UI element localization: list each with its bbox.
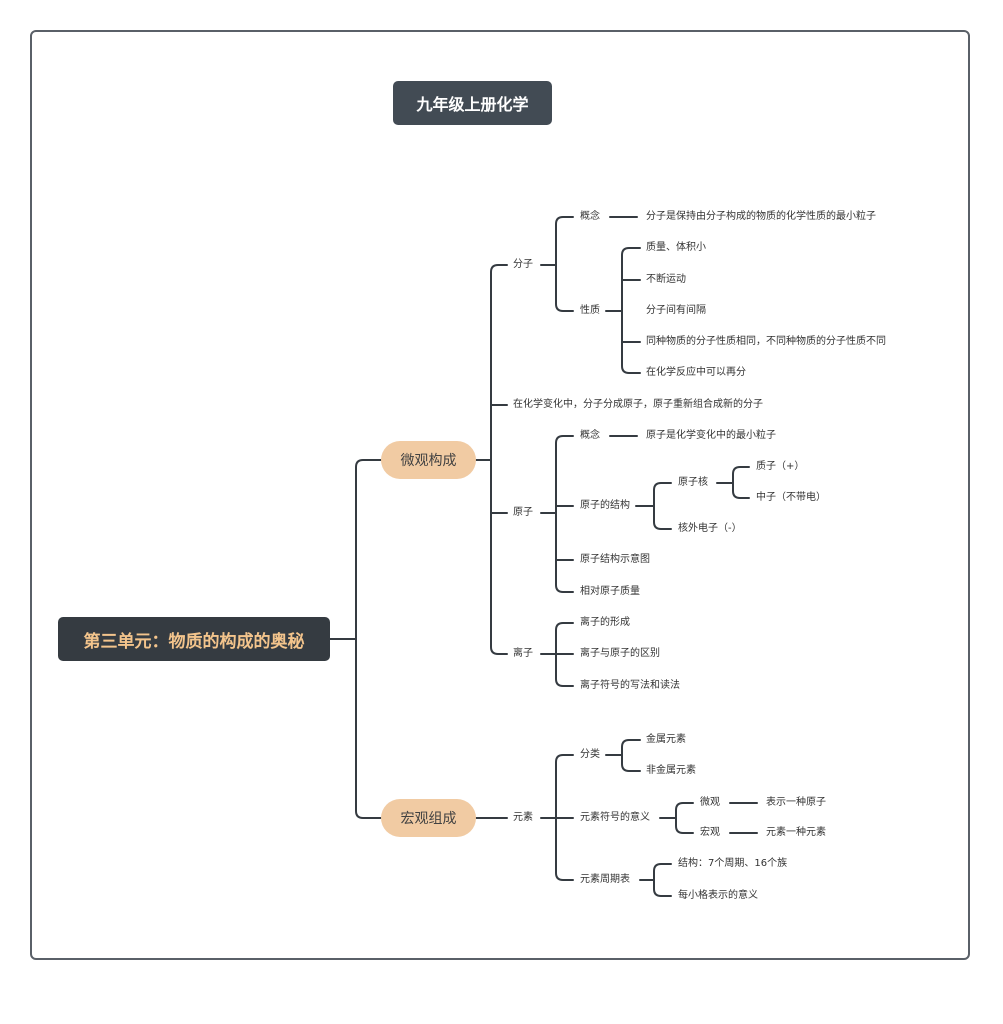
node-electron[interactable]: 核外电子（-） — [678, 523, 742, 534]
node-ion[interactable]: 离子 — [513, 648, 533, 659]
node-symbol-macro[interactable]: 宏观 — [700, 827, 720, 838]
canvas-frame — [30, 30, 970, 960]
branch-micro-composition[interactable]: 微观构成 — [381, 441, 476, 479]
node-symbol-macro-meaning[interactable]: 元素一种元素 — [766, 827, 826, 838]
node-atom-concept-text[interactable]: 原子是化学变化中的最小粒子 — [646, 430, 776, 441]
node-symbol-micro[interactable]: 微观 — [700, 797, 720, 808]
node-atom-structure[interactable]: 原子的结构 — [580, 500, 630, 511]
node-atom-concept[interactable]: 概念 — [580, 430, 600, 441]
node-property-item[interactable]: 同种物质的分子性质相同，不同种物质的分子性质不同 — [646, 336, 886, 347]
node-molecule-concept-text[interactable]: 分子是保持由分子构成的物质的化学性质的最小粒子 — [646, 211, 876, 222]
node-property-item[interactable]: 不断运动 — [646, 274, 686, 285]
node-nonmetal-element[interactable]: 非金属元素 — [646, 765, 696, 776]
node-symbol-meaning[interactable]: 元素符号的意义 — [580, 812, 650, 823]
node-atom[interactable]: 原子 — [513, 507, 533, 518]
node-relative-mass[interactable]: 相对原子质量 — [580, 586, 640, 597]
branch-macro-composition[interactable]: 宏观组成 — [381, 799, 476, 837]
node-molecule-property[interactable]: 性质 — [580, 305, 600, 316]
node-property-item[interactable]: 质量、体积小 — [646, 242, 706, 253]
node-molecule-concept[interactable]: 概念 — [580, 211, 600, 222]
root-topic[interactable]: 第三单元：物质的构成的奥秘 — [58, 617, 330, 661]
node-cell-meaning[interactable]: 每小格表示的意义 — [678, 890, 758, 901]
node-nucleus[interactable]: 原子核 — [678, 477, 708, 488]
node-atom-diagram[interactable]: 原子结构示意图 — [580, 554, 650, 565]
node-periodic-table[interactable]: 元素周期表 — [580, 874, 630, 885]
node-classification[interactable]: 分类 — [580, 749, 600, 760]
node-molecule[interactable]: 分子 — [513, 259, 533, 270]
node-ion-item[interactable]: 离子符号的写法和读法 — [580, 680, 680, 691]
node-ion-item[interactable]: 离子与原子的区别 — [580, 648, 660, 659]
node-metal-element[interactable]: 金属元素 — [646, 734, 686, 745]
node-reaction-statement[interactable]: 在化学变化中，分子分成原子，原子重新组合成新的分子 — [513, 399, 763, 410]
page-title: 九年级上册化学 — [393, 81, 552, 125]
node-property-item[interactable]: 在化学反应中可以再分 — [646, 367, 746, 378]
node-element[interactable]: 元素 — [513, 812, 533, 823]
node-periodic-structure[interactable]: 结构：7个周期、16个族 — [678, 858, 788, 869]
node-property-item[interactable]: 分子间有间隔 — [646, 305, 706, 316]
node-proton[interactable]: 质子（+） — [756, 461, 805, 472]
node-ion-item[interactable]: 离子的形成 — [580, 617, 630, 628]
node-neutron[interactable]: 中子（不带电） — [756, 492, 826, 503]
node-symbol-micro-meaning[interactable]: 表示一种原子 — [766, 797, 826, 808]
